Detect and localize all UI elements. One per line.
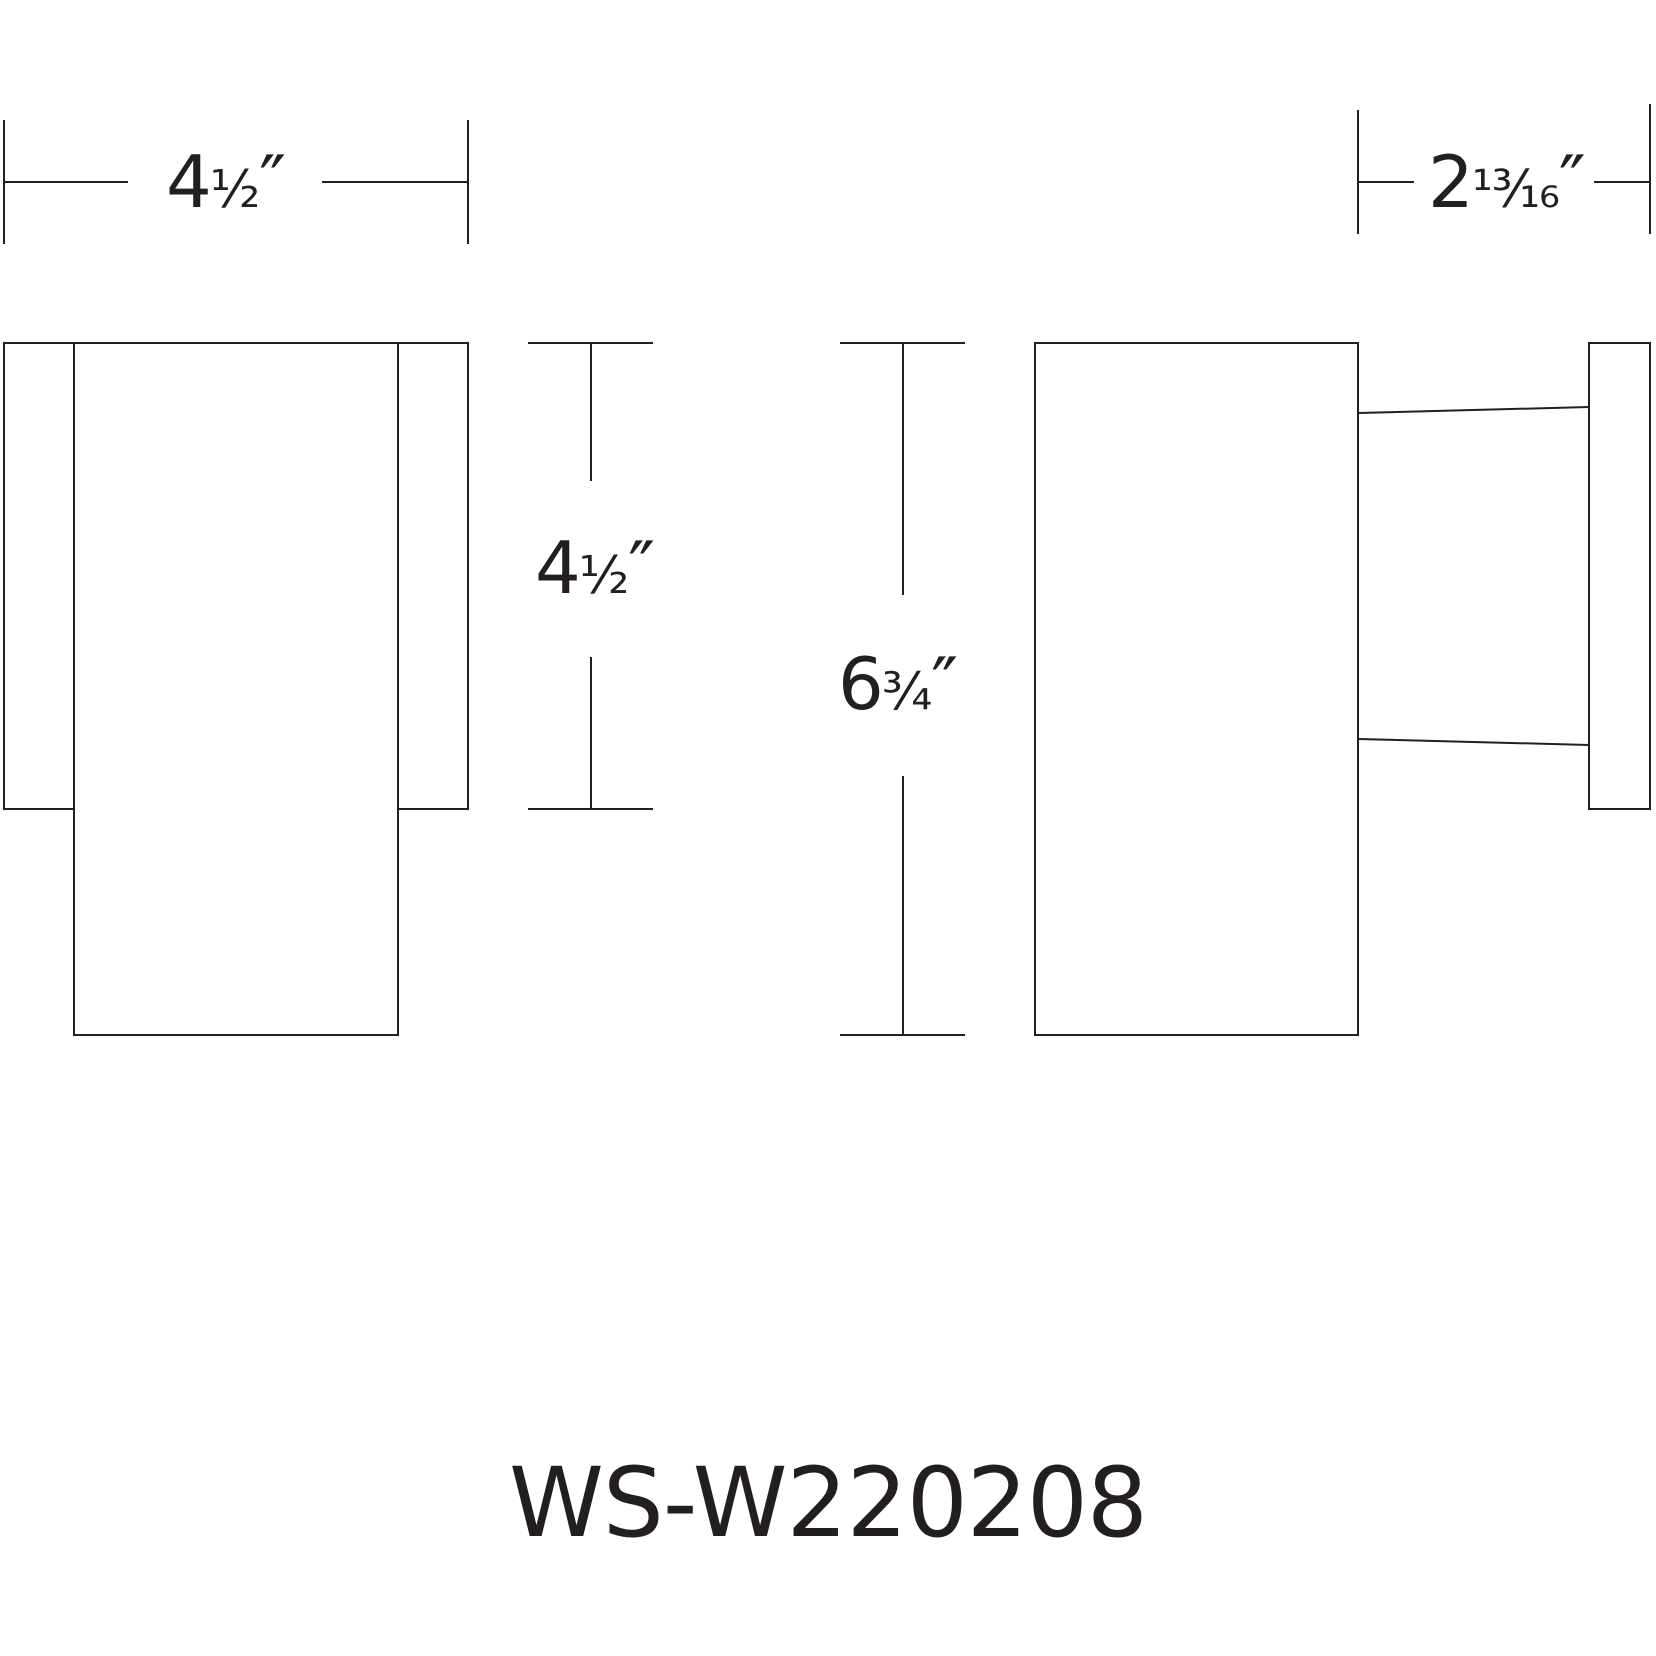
side-depth-unit: ″ <box>1558 140 1586 224</box>
backplate-height-dimension-lines <box>528 342 653 810</box>
front-body <box>73 342 399 1036</box>
backplate-height-fraction: ½ <box>578 546 629 606</box>
backplate-height-unit: ″ <box>628 526 655 610</box>
overall-height-unit: ″ <box>931 642 958 726</box>
overall-height-whole: 6 <box>838 642 884 726</box>
side-view <box>1034 342 1651 1036</box>
side-depth-dimension-lines <box>1357 104 1651 234</box>
side-arm-top-edge <box>1357 406 1590 414</box>
side-depth-fraction: ¹³⁄₁₆ <box>1471 160 1560 220</box>
front-view <box>3 342 469 1036</box>
overall-height-fraction: ¾ <box>881 662 932 722</box>
side-depth-label: 2¹³⁄₁₆″ <box>1428 146 1586 220</box>
side-body <box>1034 342 1359 1036</box>
front-width-fraction: ½ <box>209 160 260 220</box>
overall-height-label: 6¾″ <box>838 648 958 722</box>
front-width-unit: ″ <box>259 140 286 224</box>
side-backplate <box>1588 342 1651 810</box>
model-number: WS-W220208 <box>509 1447 1148 1559</box>
front-width-label: 4½″ <box>166 146 286 220</box>
front-width-dimension-lines <box>3 120 469 244</box>
front-width-whole: 4 <box>166 140 212 224</box>
backplate-height-whole: 4 <box>535 526 581 610</box>
overall-height-dimension-lines <box>840 342 965 1036</box>
side-arm-bottom-edge <box>1357 738 1590 746</box>
side-depth-whole: 2 <box>1428 140 1474 224</box>
backplate-height-label: 4½″ <box>535 532 655 606</box>
